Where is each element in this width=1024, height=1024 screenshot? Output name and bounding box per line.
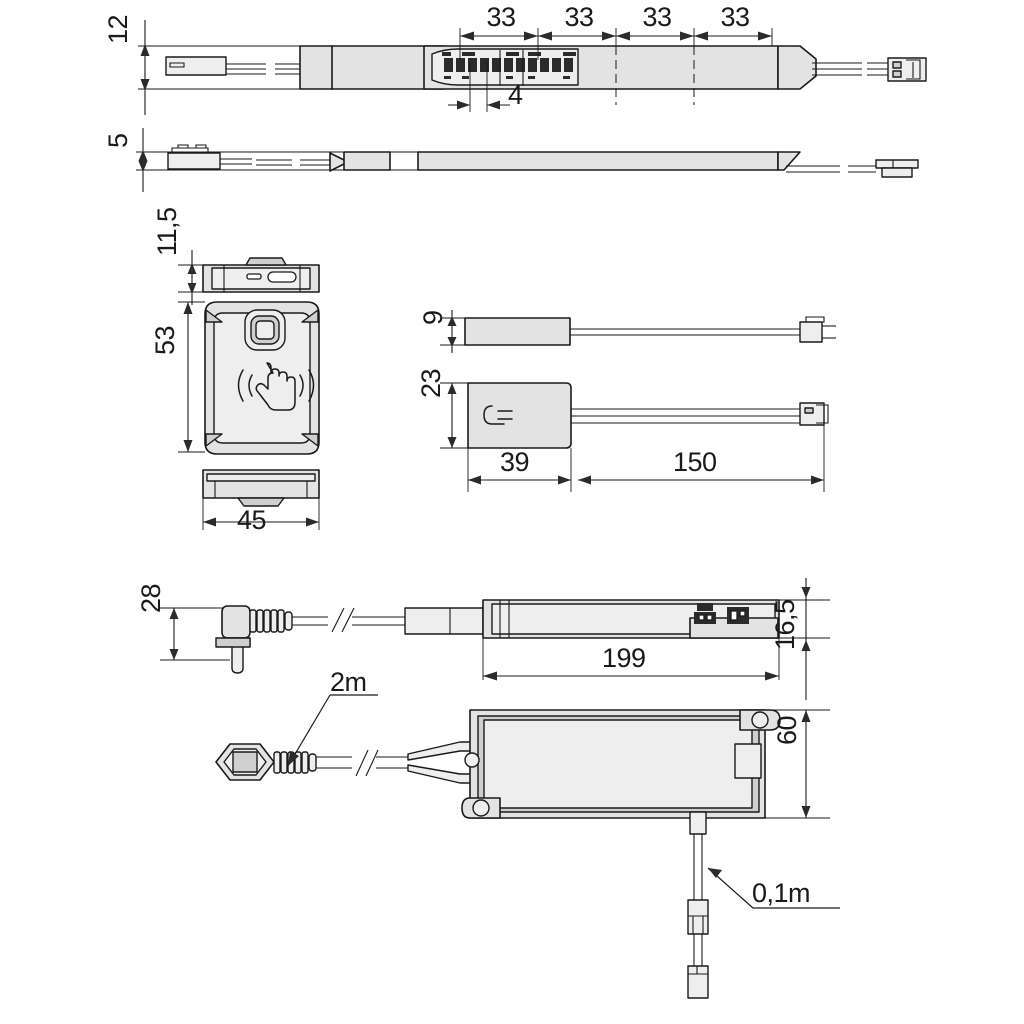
- strip-right-cable: [812, 62, 888, 76]
- led-indicator-icon: [246, 273, 262, 280]
- module-side-height-dim-label: 9: [418, 310, 448, 325]
- sensor-bottom-view: [202, 469, 320, 507]
- angled-plug-icon: [215, 605, 293, 674]
- module-front-height-dim-label: 23: [416, 368, 446, 398]
- inline-connector-icon: [687, 899, 709, 935]
- pitch-dimension-line: [460, 31, 772, 41]
- led-strip-front-view: [138, 20, 927, 115]
- led-width-dimension: [448, 62, 510, 112]
- module-length-dim-label: 39: [500, 447, 530, 477]
- mains-plug-icon: [215, 743, 317, 781]
- driver-mounting-ears: [461, 709, 781, 819]
- driver-label-window: [734, 743, 762, 779]
- output-plug-icon: [687, 965, 709, 999]
- cable-break-icon: [331, 607, 355, 633]
- sensor-face-height-dim-label: 53: [150, 325, 180, 355]
- switch-hook-icon: [483, 405, 513, 425]
- driver-plug-height-dim-label: 28: [136, 583, 166, 613]
- strip-pad-marks: [442, 52, 576, 79]
- strip-pitch-dim-label-4: 33: [720, 2, 750, 32]
- sensor-bottom-tab: [237, 497, 285, 507]
- led-chip-row: [444, 58, 573, 72]
- module-side-body: [464, 317, 571, 346]
- sensor-width-dim-label: 45: [237, 505, 267, 535]
- dimmer-module-views: [440, 310, 836, 492]
- sensor-top-view: [202, 257, 320, 293]
- strip-side-left-connector: [167, 144, 252, 170]
- sensor-height-dim-label: 11,5: [152, 207, 182, 256]
- driver-side-screw: [464, 752, 480, 768]
- strip-pitch-dim-label-3: 33: [642, 2, 672, 32]
- input-cable-leader: [287, 694, 378, 767]
- strip-side-right-cable: [786, 165, 876, 173]
- driver-width-dim-label: 60: [772, 715, 802, 745]
- strip-height-dim-label: 12: [103, 14, 133, 44]
- terminal-block-icon: [694, 603, 716, 624]
- strip-taper-right: [777, 45, 817, 90]
- hand-wave-icon: [237, 362, 315, 411]
- output-cable-length-label: 0,1m: [752, 878, 811, 908]
- strip-pitch-dim-label-1: 33: [486, 2, 516, 32]
- led-width-dim-label: 4: [508, 80, 523, 110]
- gesture-sensor-views: [178, 250, 320, 530]
- module-side-connector: [799, 316, 836, 343]
- usb-c-port-icon: [267, 271, 297, 283]
- pitch-extension-lines: [459, 28, 773, 105]
- driver-height-dim-label: 16,5: [770, 599, 800, 650]
- module-front-connector: [799, 402, 829, 426]
- driver-length-dim-label: 199: [602, 643, 646, 673]
- module-front-body: [467, 382, 572, 449]
- sensor-lens-icon: [244, 309, 286, 351]
- socket-icon: [727, 607, 749, 624]
- module-cable-dim-label: 150: [673, 447, 717, 477]
- driver-cable-gland-side: [404, 607, 484, 635]
- sensor-face-view: [204, 301, 320, 455]
- input-cable-length-label: 2m: [330, 667, 367, 697]
- strain-relief-rings: [249, 609, 293, 633]
- strip-side-right-connector: [875, 159, 919, 178]
- strip-pitch-dim-label-2: 33: [564, 2, 594, 32]
- strip-right-connector: [887, 57, 927, 82]
- sensor-top-tab: [245, 257, 287, 266]
- strip-left-connector: [165, 56, 300, 76]
- strip-thickness-dim-label: 5: [103, 133, 133, 148]
- output-cable-leader: [707, 867, 840, 909]
- driver-output-cable: [687, 811, 709, 999]
- strip-side-body: [417, 151, 779, 171]
- cable-break-icon-2: [355, 749, 379, 777]
- led-driver-views: [160, 578, 840, 999]
- led-strip-side-view: [136, 128, 919, 192]
